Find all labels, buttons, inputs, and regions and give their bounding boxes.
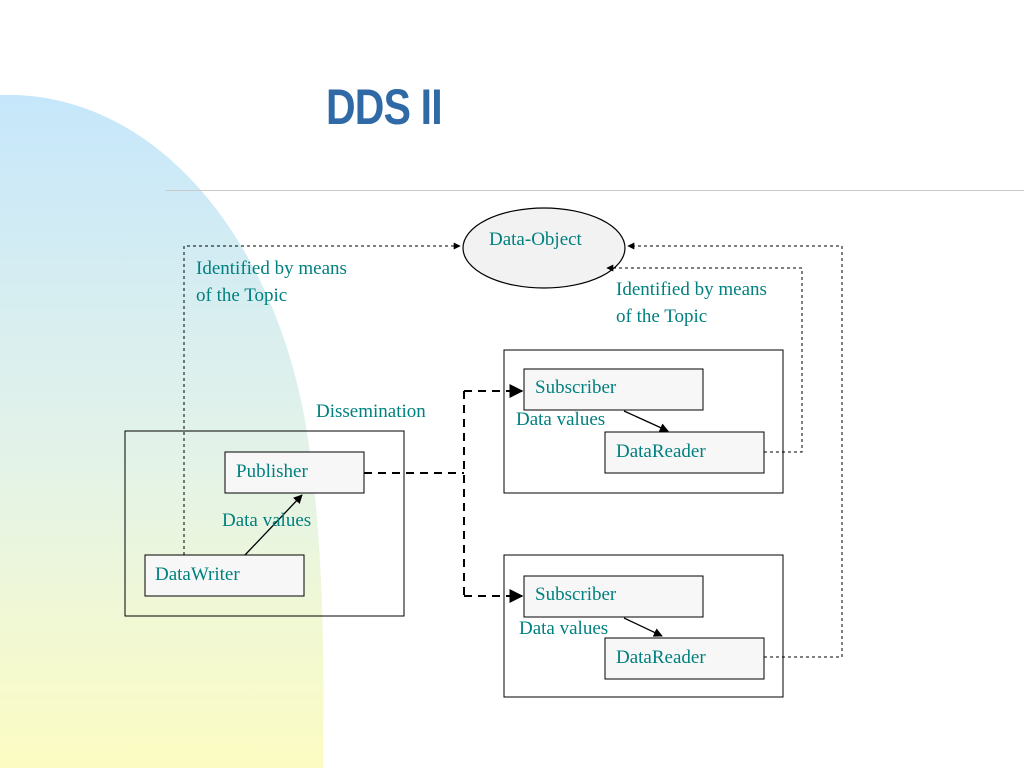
topic-note-left-line2: of the Topic [196, 285, 288, 306]
title-divider [166, 190, 1024, 191]
subscriber-to-datareader-top-arrow [623, 410, 669, 432]
topic-note-left-line1: Identified by means [196, 258, 347, 279]
publisher-box [224, 451, 365, 494]
publisher-data-values-label: Data values [222, 510, 312, 531]
subscriber-top-frame [503, 349, 784, 494]
subscriber-top-data-values-label: Data values [516, 409, 606, 430]
datareader-top-label: DataReader [616, 441, 706, 462]
topic-note-right-line1: Identified by means [616, 279, 767, 300]
datawriter-topic-link [183, 242, 461, 555]
subscriber-to-datareader-bottom-arrow [623, 617, 663, 637]
datareader-top-box [604, 431, 765, 474]
datareader-bottom-box [604, 637, 765, 680]
data-object-label: Data-Object [489, 229, 582, 250]
data-object-ellipse [462, 207, 626, 289]
topic-note-right-line2: of the Topic [616, 306, 708, 327]
subscriber-bottom-box [523, 575, 704, 618]
publisher-label: Publisher [236, 461, 308, 482]
datareader-top-topic-link [606, 264, 803, 453]
datareader-bottom-label: DataReader [616, 647, 706, 668]
dissemination-trunk [364, 391, 465, 596]
dissemination-label: Dissemination [316, 401, 426, 422]
datawriter-box [144, 554, 305, 597]
publisher-side-frame [124, 430, 405, 617]
subscriber-top-label: Subscriber [535, 377, 617, 398]
subscriber-bottom-frame [503, 554, 784, 698]
subscriber-bottom-data-values-label: Data values [519, 618, 609, 639]
subscriber-bottom-label: Subscriber [535, 584, 617, 605]
slide-title: DDS II [326, 79, 443, 135]
subscriber-top-box [523, 368, 704, 411]
datawriter-to-publisher-arrow [244, 494, 303, 556]
datareader-bottom-topic-link [627, 242, 843, 658]
datawriter-label: DataWriter [155, 564, 240, 585]
